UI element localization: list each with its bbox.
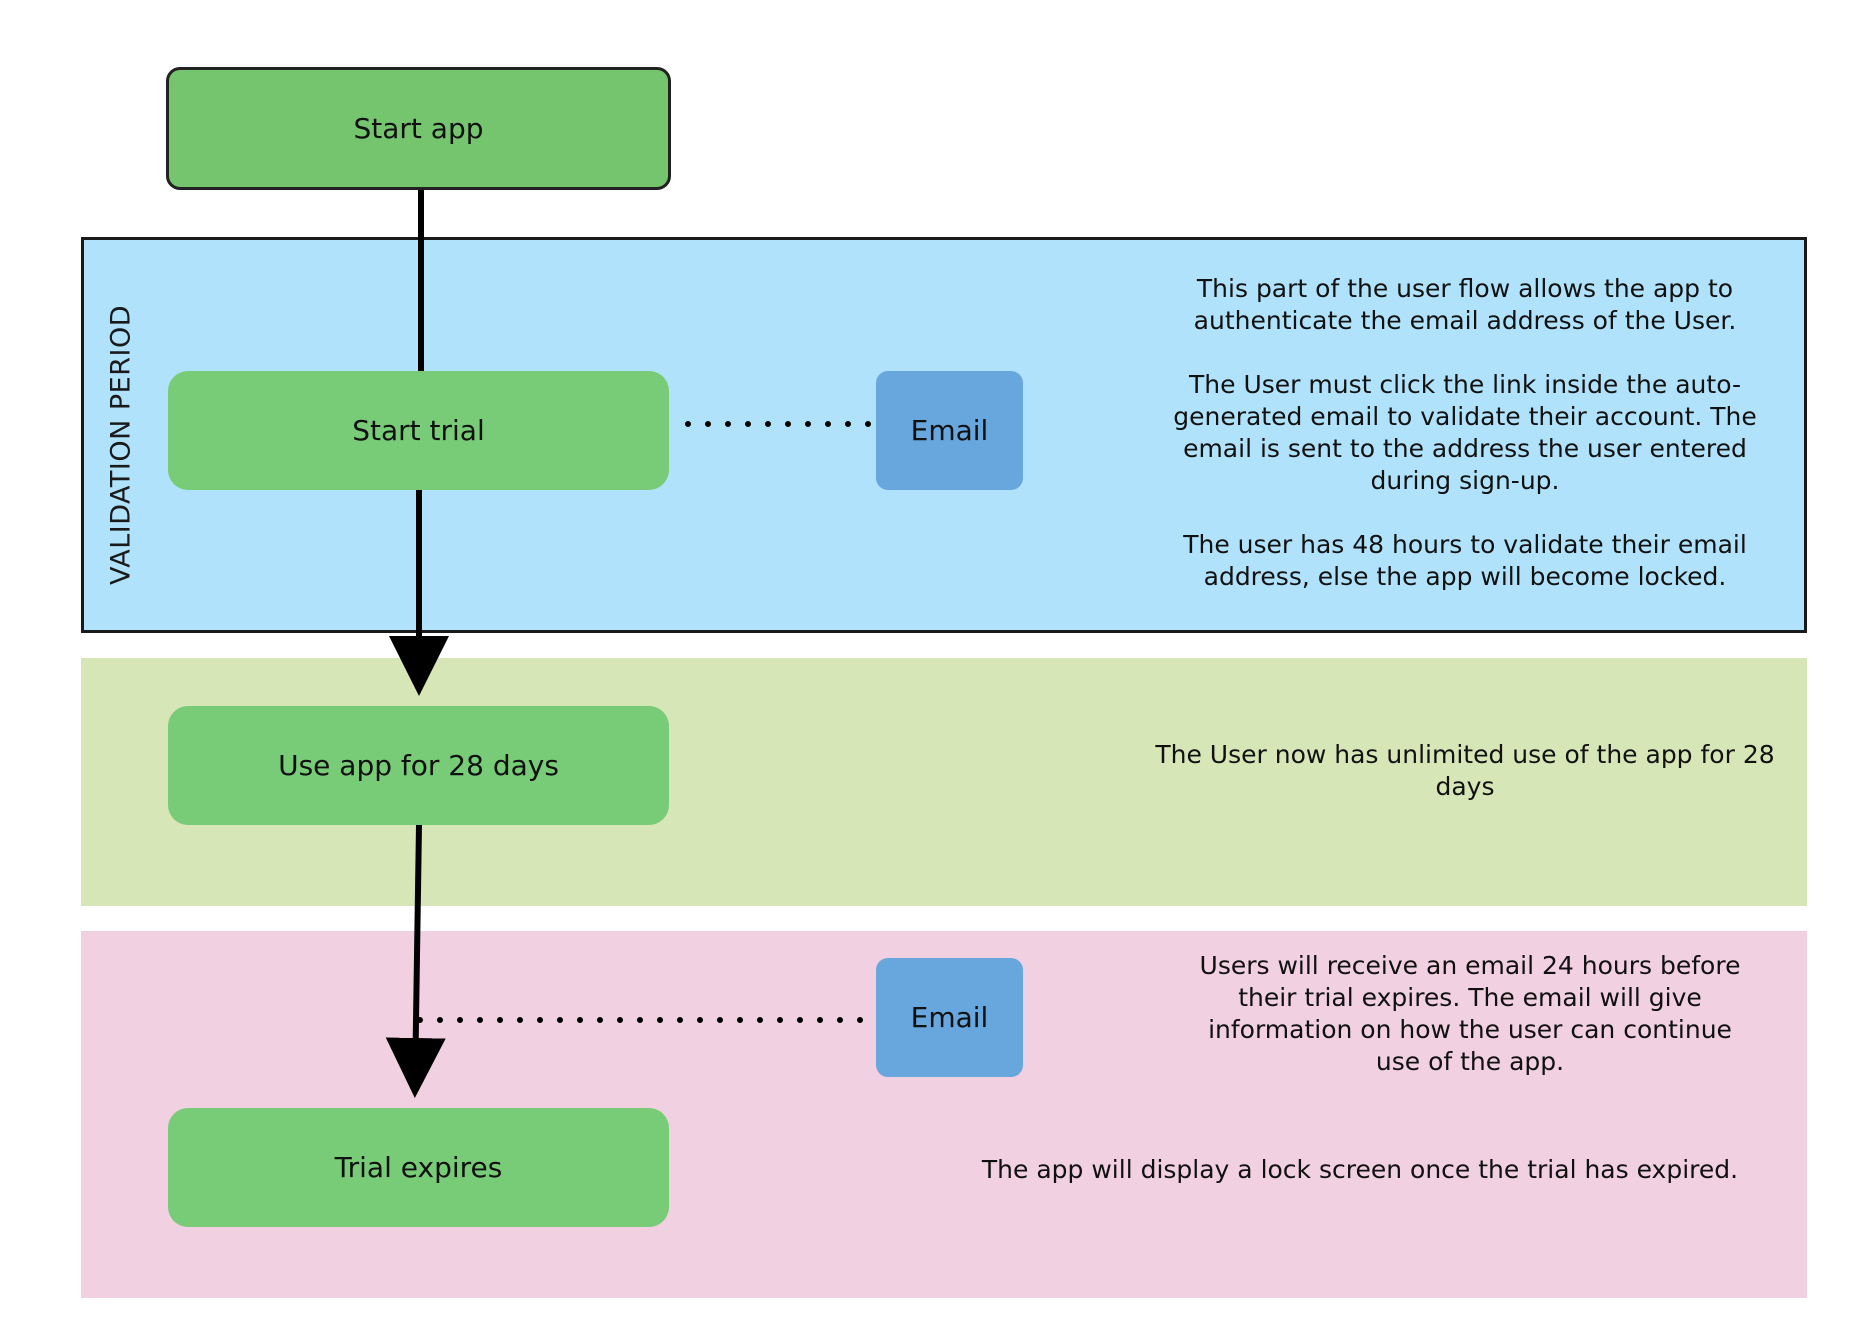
lock-screen-note: The app will display a lock screen once … — [981, 1155, 1739, 1184]
reminder-email-node: Email — [876, 958, 1023, 1077]
validation-note-paragraph: This part of the user flow allows the ap… — [1193, 274, 1737, 335]
start-trial-node: Start trial — [168, 371, 669, 490]
validation-period-label: VALIDATION PERIOD — [105, 304, 137, 586]
trial-expires-node: Trial expires — [168, 1108, 669, 1227]
validation-note-paragraph: The User must click the link inside the … — [1173, 370, 1757, 495]
start-app-node: Start app — [166, 67, 671, 190]
usage-note: The User now has unlimited use of the ap… — [1155, 740, 1775, 801]
validation-email-node: Email — [876, 371, 1023, 490]
validation-note: This part of the user flow allows the ap… — [1150, 273, 1780, 593]
use-app-node: Use app for 28 days — [168, 706, 669, 825]
reminder-note: Users will receive an email 24 hours bef… — [1199, 951, 1741, 1076]
validation-note-paragraph: The user has 48 hours to validate their … — [1183, 530, 1747, 591]
